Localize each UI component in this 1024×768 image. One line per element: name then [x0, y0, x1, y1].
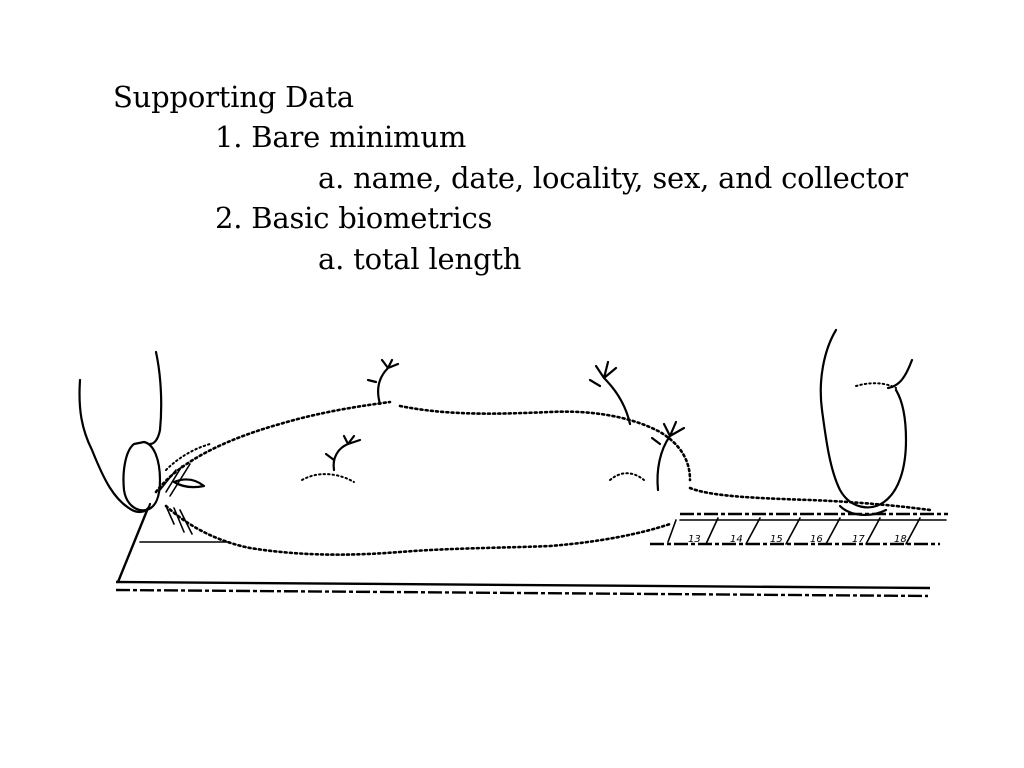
- ruler-tick: [705, 517, 719, 545]
- slide-text: Supporting Data 1. Bare minimum a. name,…: [0, 0, 1024, 300]
- rodent-measurement-illustration: 13 14 15 16 17 18: [70, 320, 960, 610]
- rat-whisker: [173, 507, 185, 533]
- right-finger: [886, 358, 914, 390]
- rat-whisker: [159, 469, 177, 491]
- ruler-tick: [785, 517, 801, 545]
- right-hand: [819, 328, 914, 516]
- ruler-label: 17: [852, 534, 865, 545]
- board-bottom-edge: [115, 588, 929, 598]
- left-finger: [148, 350, 163, 446]
- ruler-tick: [825, 517, 841, 545]
- ruler-tick: [745, 517, 761, 545]
- ruler-label: 16: [810, 534, 823, 545]
- slide-heading: Supporting Data: [113, 80, 354, 114]
- measuring-board: [115, 507, 948, 598]
- rat-feet: [324, 358, 686, 492]
- ruler-label: 18: [894, 534, 907, 545]
- rat-head: [159, 443, 211, 535]
- ruler-label: 13: [688, 534, 701, 545]
- right-fingertip: [838, 504, 888, 516]
- ruler-tick: [865, 517, 881, 545]
- front-foot-upper: [366, 358, 400, 406]
- left-hand-outline: [78, 378, 152, 514]
- rat-whisker: [165, 505, 175, 525]
- rat-head-line: [165, 443, 211, 471]
- ruler-tick: [905, 517, 921, 545]
- right-knuckle: [855, 382, 897, 389]
- sub-item-bare-minimum-a: a. name, date, locality, sex, and collec…: [318, 161, 908, 195]
- rat-whisker: [165, 465, 183, 493]
- left-fingertip: [122, 440, 162, 512]
- rat-inner-fold: [301, 473, 355, 483]
- board-left-edge: [116, 507, 150, 583]
- front-foot-lower: [324, 434, 362, 472]
- rat-inner-fold: [609, 472, 645, 481]
- rat-whisker: [169, 463, 191, 497]
- ruler-label: 14: [730, 534, 743, 545]
- list-item-basic-biometrics: 2. Basic biometrics: [215, 201, 493, 235]
- rat-whisker: [179, 509, 193, 535]
- hind-foot-lower: [650, 420, 686, 492]
- illustration-svg: 13 14 15 16 17 18: [78, 328, 948, 598]
- left-hand: [78, 350, 163, 514]
- right-hand-outline: [819, 328, 908, 509]
- rat-back-upper: [154, 400, 392, 494]
- board-front-edge: [115, 580, 931, 590]
- ruler-ticks: 13 14 15 16 17 18: [667, 517, 921, 545]
- sub-item-basic-biometrics-a: a. total length: [318, 242, 522, 276]
- rat-belly: [164, 504, 672, 556]
- ruler-label: 15: [770, 534, 783, 545]
- list-item-bare-minimum: 1. Bare minimum: [215, 120, 467, 154]
- rat-eye: [172, 478, 206, 489]
- rat-body: [154, 400, 932, 556]
- rat-back-right: [398, 404, 692, 482]
- hind-foot-upper: [588, 360, 632, 426]
- rat-tail: [688, 486, 932, 512]
- ruler-tick: [667, 519, 677, 543]
